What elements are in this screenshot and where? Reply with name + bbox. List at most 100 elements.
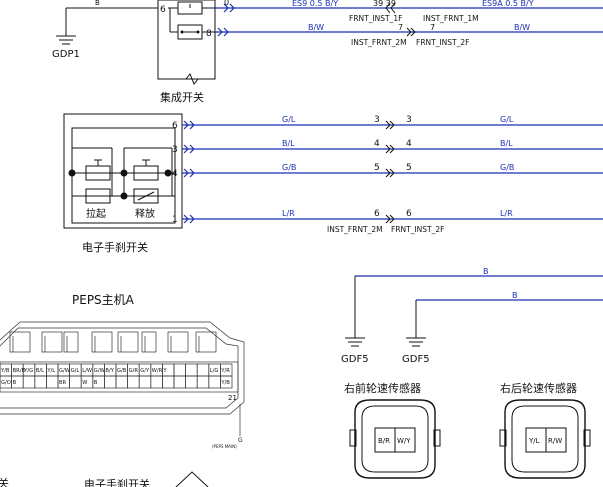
wire-b-bottom: B bbox=[512, 291, 518, 300]
peps-pin-label: L/W bbox=[82, 368, 92, 374]
pin-6-top: 6 bbox=[160, 5, 166, 15]
peps-pin-label: W/R bbox=[152, 368, 163, 374]
ebrake-pin-right: 3 bbox=[406, 115, 412, 125]
pin-8-top: 8 bbox=[206, 29, 212, 39]
wire2-right-label: B/W bbox=[514, 23, 530, 32]
peps-pin-label: B bbox=[13, 380, 17, 386]
peps-part-no: (PEPS MAIN) bbox=[212, 444, 237, 449]
ebrake-pin-left: 6 bbox=[374, 209, 380, 219]
conn-frnt-inst-1f: FRNT_INST_1F bbox=[349, 14, 402, 23]
ebrake-wire-row: 1 L/R 6 6 L/R bbox=[172, 209, 603, 225]
ebrake-pin-left: 3 bbox=[374, 115, 380, 125]
wire1-pins: 39 39 bbox=[373, 0, 396, 8]
peps-pin-label: G/B bbox=[117, 368, 127, 374]
peps-pin-label: G/W bbox=[94, 368, 105, 374]
peps-pin-label: BR bbox=[59, 380, 67, 386]
wire-b-top: B bbox=[483, 267, 489, 276]
peps-pin-label: Y/B bbox=[220, 380, 230, 386]
ground-gdf5-right: GDF5 bbox=[402, 354, 430, 365]
wire1-right-label: ES9A 0.5 B/Y bbox=[482, 0, 534, 8]
peps-pin-label: B bbox=[94, 380, 98, 386]
peps-pin-label: G/L bbox=[71, 368, 80, 374]
conn-frnt-inst-2f-top: FRNT_INST_2F bbox=[416, 38, 469, 47]
ebrake-wire-row: 6 G/L 3 3 G/L bbox=[172, 115, 603, 131]
ebrake-switch-pin: 6 bbox=[172, 121, 178, 131]
peps-latch bbox=[91, 331, 113, 353]
ebrake-switch-pin: 3 bbox=[172, 145, 178, 155]
peps-pin-label: Y bbox=[162, 368, 167, 374]
release-label: 释放 bbox=[135, 207, 155, 220]
conn-inst-frnt-1m: INST_FRNT_1M bbox=[423, 14, 479, 23]
ebrake-pin-left: 5 bbox=[374, 163, 380, 173]
fr-pin-2: W/Y bbox=[397, 437, 411, 445]
peps-pin-label: G/W bbox=[59, 368, 70, 374]
peps-latch bbox=[141, 331, 157, 353]
peps-pin-label: W bbox=[82, 380, 87, 386]
ebrake-switch-pin: 4 bbox=[172, 169, 178, 179]
ground-gdp1: GDP1 bbox=[52, 49, 80, 60]
peps-latch bbox=[63, 331, 79, 353]
ebrake-wire-color-right: L/R bbox=[500, 209, 513, 218]
peps-pin-label: L/G bbox=[210, 368, 219, 374]
ebrake-pin-left: 4 bbox=[374, 139, 380, 149]
wheel-sensors-section: B B GDF5 GDF5 右前轮速传感器 右后轮速传感器 B/R W/Y bbox=[341, 267, 603, 479]
rear-right-sensor-label: 右后轮速传感器 bbox=[500, 381, 577, 395]
peps-pin-label: Y/L bbox=[46, 368, 55, 374]
ebrake-wire-color-left: G/L bbox=[282, 115, 296, 124]
ebrake-wire-color-right: B/L bbox=[500, 139, 513, 148]
peps-ground-mark: G bbox=[238, 437, 243, 444]
ground-gdf5-left: GDF5 bbox=[341, 354, 369, 365]
rr-pin-2: R/W bbox=[548, 437, 562, 445]
peps-latch bbox=[195, 331, 217, 353]
peps-latch bbox=[41, 331, 63, 353]
peps-latch bbox=[9, 331, 31, 353]
wire1-left-label: ES9 0.5 B/Y bbox=[292, 0, 338, 8]
peps-pin-label: G/Y bbox=[140, 368, 150, 374]
peps-pin-label: Y/G bbox=[23, 368, 33, 374]
ebrake-wire-color-right: G/L bbox=[500, 115, 514, 124]
pin-7-left: 7 bbox=[398, 23, 403, 32]
integrated-switch-section: GDP1 B 6 8 0 集成开关 ES9 0.5 B/Y 39 39 ES9A… bbox=[52, 0, 603, 104]
ebrake-switch-pin: 1 bbox=[172, 215, 178, 225]
ebrake-wire-color-left: L/R bbox=[282, 209, 295, 218]
ebrake-pin-right: 4 bbox=[406, 139, 412, 149]
peps-latch bbox=[117, 331, 139, 353]
ebrake-wire-row: 4 G/B 5 5 G/B bbox=[172, 163, 603, 179]
conn-inst-frnt-2m-top: INST_FRNT_2M bbox=[351, 38, 407, 47]
peps-pin-label: Y/B bbox=[0, 368, 10, 374]
ebrake-pin-right: 6 bbox=[406, 209, 412, 219]
conn-frnt-inst-2f: FRNT_INST_2F bbox=[391, 225, 444, 234]
fr-pin-1: B/R bbox=[378, 437, 390, 445]
peps-pin-label: B/Y bbox=[105, 368, 114, 374]
ebrake-wire-color-left: G/B bbox=[282, 163, 296, 172]
peps-pin-label: G/O bbox=[1, 380, 11, 386]
ebrake-wire-color-left: B/L bbox=[282, 139, 295, 148]
peps-title: PEPS主机A bbox=[72, 293, 135, 307]
pin-0-top: 0 bbox=[224, 0, 229, 7]
ebrake-switch-label: 电子手刹开关 bbox=[82, 240, 148, 254]
ebrake-pin-right: 5 bbox=[406, 163, 412, 173]
peps-pin-label: B/L bbox=[36, 368, 44, 374]
wire2-left-label: B/W bbox=[308, 23, 324, 32]
pull-label: 拉起 bbox=[86, 207, 106, 220]
peps-latch bbox=[167, 331, 189, 353]
front-right-sensor-label: 右前轮速传感器 bbox=[344, 381, 421, 395]
rr-pin-1: Y/L bbox=[528, 437, 540, 445]
peps-pin-end: 21 bbox=[228, 394, 237, 402]
front-right-sensor-connector: B/R W/Y bbox=[349, 399, 441, 479]
peps-pin-label: BR/B bbox=[13, 368, 26, 374]
peps-pin-label: Y/R bbox=[220, 368, 230, 374]
footer-left-fragment: 关 bbox=[0, 476, 9, 487]
rear-right-sensor-connector: Y/L R/W bbox=[499, 399, 591, 479]
ebrake-wire-color-right: G/B bbox=[500, 163, 514, 172]
pin-7-right: 7 bbox=[430, 23, 435, 32]
ebrake-wire-row: 3 B/L 4 4 B/L bbox=[172, 139, 603, 155]
footer-ebrake-label: 电子手刹开关 bbox=[84, 477, 150, 487]
wire-color-b-top: B bbox=[95, 0, 100, 7]
integrated-switch-label: 集成开关 bbox=[160, 90, 204, 104]
peps-pin-label: G/R bbox=[129, 368, 139, 374]
conn-inst-frnt-2m: INST_FRNT_2M bbox=[327, 225, 383, 234]
